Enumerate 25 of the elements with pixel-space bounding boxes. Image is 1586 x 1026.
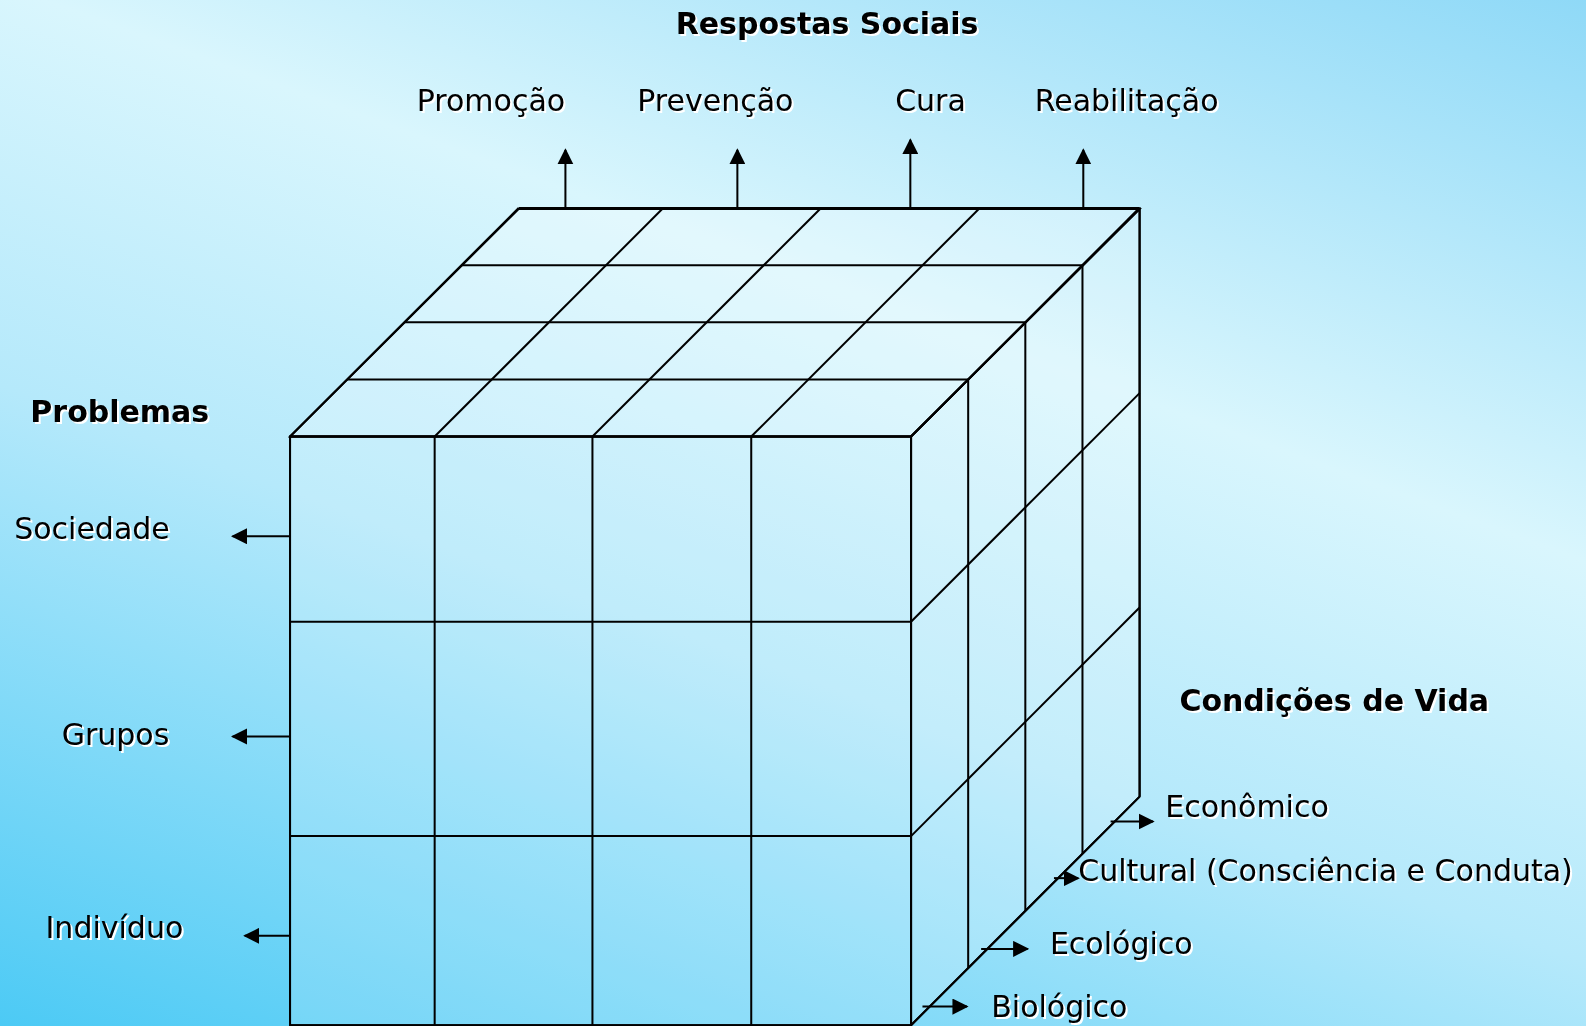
axis-label: Indivíduo [45, 910, 184, 947]
arrow [902, 138, 919, 210]
arrow [1075, 148, 1092, 210]
axis-label: Cura [895, 82, 966, 119]
arrow [231, 528, 291, 545]
axis-label: Grupos [61, 717, 170, 754]
axis-label: Prevenção [637, 82, 794, 119]
axis-heading: Respostas Sociais [675, 6, 979, 43]
arrow [231, 728, 291, 745]
axis-label: Biológico [991, 989, 1128, 1026]
arrow [981, 940, 1030, 958]
arrow [729, 148, 746, 210]
axis-heading: Condições de Vida [1179, 682, 1490, 719]
arrow [1110, 813, 1155, 830]
axis-label: Cultural (Consciência e Conduta) [1078, 852, 1573, 889]
arrow [1053, 870, 1080, 887]
axis-label: Econômico [1165, 788, 1329, 825]
axis-label: Ecológico [1049, 925, 1193, 962]
arrow [557, 148, 574, 210]
axis-label: Promoção [416, 82, 566, 119]
axis-label: Reabilitação [1034, 82, 1219, 119]
axis-heading: Problemas [30, 394, 210, 431]
arrow [243, 927, 291, 944]
arrow [922, 998, 969, 1015]
axis-label: Sociedade [14, 510, 170, 547]
